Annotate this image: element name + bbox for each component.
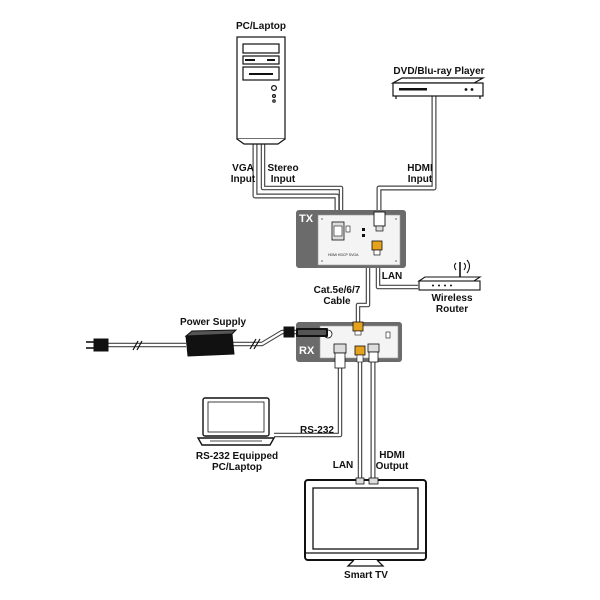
rs232-pc-label-line1: RS-232 Equipped [196, 451, 278, 462]
rx-receiver: RX [296, 321, 402, 369]
stereo-label-line2: Input [271, 174, 296, 185]
hdmi-input-label-line2: Input [408, 174, 433, 185]
dvd-player-label: DVD/Blu-ray Player [393, 66, 484, 77]
vga-label-line1: VGA [232, 163, 254, 174]
vga-cable [252, 140, 340, 222]
laptop-icon [196, 397, 276, 446]
hdmi-output-label-line2: Output [376, 461, 409, 472]
lan-tv-label: LAN [333, 460, 354, 471]
stereo-label-line1: Stereo [267, 163, 298, 174]
rs232-label: RS-232 [300, 425, 334, 436]
dvd-player-icon [390, 77, 486, 99]
cat-cable [355, 255, 371, 322]
stereo-cable [260, 140, 344, 222]
wireless-router-icon [417, 259, 482, 291]
cables [108, 96, 437, 480]
router-label-line1: Wireless [431, 293, 472, 304]
lan-router-label: LAN [382, 271, 403, 282]
router-label-line2: Router [436, 304, 468, 315]
rx-label: RX [299, 345, 315, 357]
hdmi-input-label-line1: HDMI [407, 163, 433, 174]
hdmi-output-label-line1: HDMI [379, 450, 405, 461]
cable-label-line2: Cable [323, 296, 351, 307]
hdmi-input-cable [376, 96, 437, 212]
tx-panel-text: HDMI HDCP SVGA [328, 253, 359, 257]
pc-laptop-label: PC/Laptop [236, 21, 286, 32]
power-supply-icon [86, 326, 295, 357]
vga-label-line2: Input [231, 174, 256, 185]
smart-tv-label: Smart TV [344, 570, 388, 581]
cable-label-line1: Cat.5e/6/7 [314, 285, 361, 296]
rs232-cable [274, 368, 343, 438]
labels: PC/Laptop DVD/Blu-ray Player VGA Input S… [180, 21, 485, 581]
rs232-pc-label-line2: PC/Laptop [212, 462, 262, 473]
power-supply-label: Power Supply [180, 317, 247, 328]
pc-tower-icon [236, 36, 286, 145]
smart-tv-icon [304, 477, 427, 567]
tx-transmitter: HDMI HDCP SVGA TX [296, 210, 406, 268]
tx-label: TX [299, 213, 314, 225]
